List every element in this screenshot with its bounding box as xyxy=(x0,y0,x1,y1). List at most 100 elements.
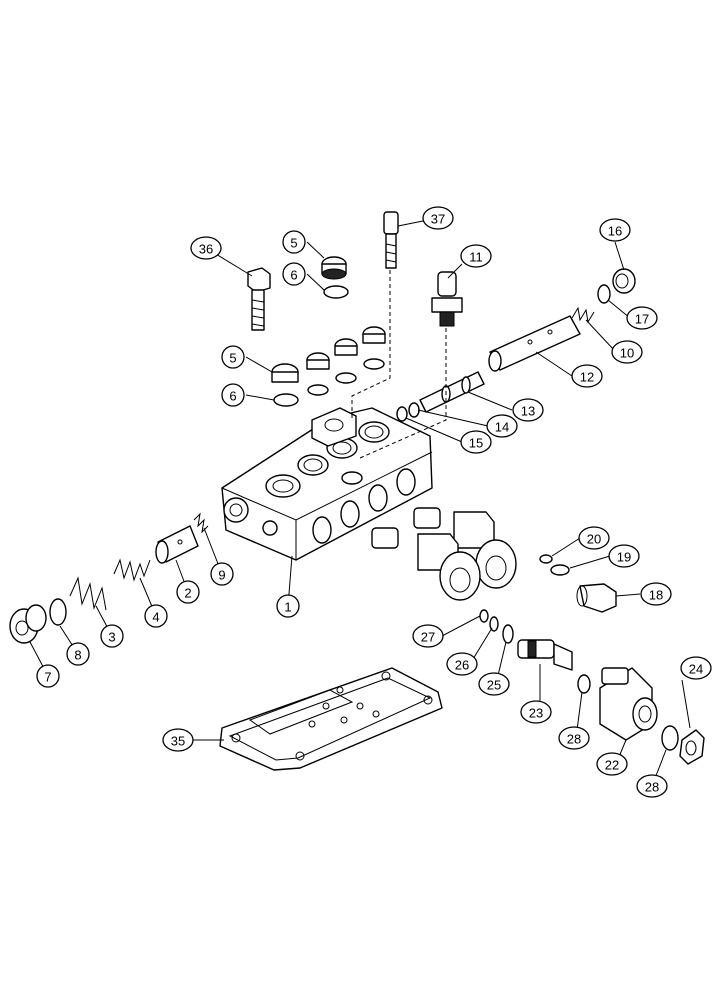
callout-bubble xyxy=(599,218,631,242)
callout-bubble xyxy=(36,664,60,688)
o-ring-27-part xyxy=(479,609,489,623)
callout-number: 9 xyxy=(218,568,225,583)
callout-7: 7 xyxy=(36,664,60,688)
bolt-36-part xyxy=(247,267,271,331)
callout-bubble xyxy=(176,580,200,604)
callout-24: 24 xyxy=(680,656,712,680)
callout-bubble xyxy=(608,544,640,568)
callout-bubble xyxy=(520,700,552,724)
callout-23: 23 xyxy=(520,700,552,724)
o-ring-26-part xyxy=(489,616,499,632)
callout-bubble xyxy=(680,656,712,680)
callout-bubble xyxy=(512,398,544,422)
callout-18: 18 xyxy=(640,582,672,606)
callout-bubble xyxy=(190,236,222,260)
callout-number: 28 xyxy=(567,732,581,747)
o-ring-19-part xyxy=(550,564,570,576)
callout-number: 25 xyxy=(487,678,501,693)
spring-14-part xyxy=(408,402,420,418)
callout-number: 35 xyxy=(171,734,185,749)
callout-bubble xyxy=(282,262,306,286)
callout-bubble xyxy=(611,340,643,364)
callout-number: 13 xyxy=(521,404,535,419)
callout-number: 6 xyxy=(290,268,297,283)
callout-bubble xyxy=(221,345,245,369)
callout-10: 10 xyxy=(611,340,643,364)
callout-3: 3 xyxy=(100,624,124,648)
solenoid-upper-part xyxy=(371,507,517,601)
spool-sleeve-12-part xyxy=(488,315,581,372)
callout-35: 35 xyxy=(162,728,194,752)
callout-bubble xyxy=(578,526,610,550)
callout-number: 16 xyxy=(608,224,622,239)
callout-bubble xyxy=(66,642,90,666)
plug-5-top-part xyxy=(321,256,347,280)
callout-number: 37 xyxy=(431,212,445,227)
callout-number: 27 xyxy=(421,630,435,645)
callout-28: 28 xyxy=(558,726,590,750)
callout-1: 1 xyxy=(276,594,300,618)
o-ring-8-part xyxy=(49,598,67,626)
callout-number: 6 xyxy=(229,389,236,404)
callout-number: 20 xyxy=(587,532,601,547)
callout-number: 23 xyxy=(529,706,543,721)
piston-2-part xyxy=(155,525,199,564)
callout-number: 7 xyxy=(44,670,51,685)
callout-bubble xyxy=(486,414,518,438)
callout-number: 4 xyxy=(152,610,159,625)
callout-number: 24 xyxy=(689,662,703,677)
callout-11: 11 xyxy=(460,244,492,268)
callout-bubble xyxy=(221,383,245,407)
callout-6: 6 xyxy=(282,262,306,286)
callout-13: 13 xyxy=(512,398,544,422)
nut-24-part xyxy=(679,729,705,765)
callout-6: 6 xyxy=(221,383,245,407)
callout-bubble xyxy=(422,206,454,230)
callout-bubble xyxy=(282,230,306,254)
o-ring-20-part xyxy=(539,554,553,564)
callout-5: 5 xyxy=(282,230,306,254)
callout-bubble xyxy=(412,624,444,648)
callout-19: 19 xyxy=(608,544,640,568)
assembly-line-bolt xyxy=(351,270,391,420)
callout-number: 14 xyxy=(495,420,509,435)
gasket-35-part xyxy=(219,667,443,771)
callout-number: 12 xyxy=(580,370,594,385)
callout-bubble xyxy=(460,244,492,268)
callout-number: 15 xyxy=(469,436,483,451)
callout-28: 28 xyxy=(636,774,668,798)
callout-bubble xyxy=(478,672,510,696)
plug-7-part xyxy=(9,604,47,644)
callout-37: 37 xyxy=(422,206,454,230)
valve-body-part xyxy=(221,407,433,561)
coil-22-part xyxy=(599,667,658,741)
callout-bubble xyxy=(144,604,168,628)
plug-16-part xyxy=(612,268,636,294)
o-ring-28-upper-part xyxy=(577,674,591,694)
o-ring-28-lower-part xyxy=(661,725,679,751)
callout-bubble xyxy=(276,594,300,618)
callout-15: 15 xyxy=(460,430,492,454)
assembly-line-sensor xyxy=(359,328,447,459)
callout-4: 4 xyxy=(144,604,168,628)
o-ring-17-part xyxy=(597,284,611,304)
callout-bubble xyxy=(640,582,672,606)
callout-2: 2 xyxy=(176,580,200,604)
callout-27: 27 xyxy=(412,624,444,648)
callout-number: 3 xyxy=(108,630,115,645)
callout-17: 17 xyxy=(626,306,658,330)
callout-bubble xyxy=(596,752,628,776)
spool-13-part xyxy=(419,371,485,413)
callout-number: 10 xyxy=(620,346,634,361)
callout-number: 19 xyxy=(617,550,631,565)
callout-14: 14 xyxy=(486,414,518,438)
callout-number: 36 xyxy=(199,242,213,257)
callout-bubble xyxy=(446,652,478,676)
callout-22: 22 xyxy=(596,752,628,776)
callout-bubble xyxy=(558,726,590,750)
callout-8: 8 xyxy=(66,642,90,666)
callout-bubble xyxy=(571,364,603,388)
spring-9-part xyxy=(193,512,209,534)
callout-number: 18 xyxy=(649,588,663,603)
callout-number: 5 xyxy=(290,236,297,251)
